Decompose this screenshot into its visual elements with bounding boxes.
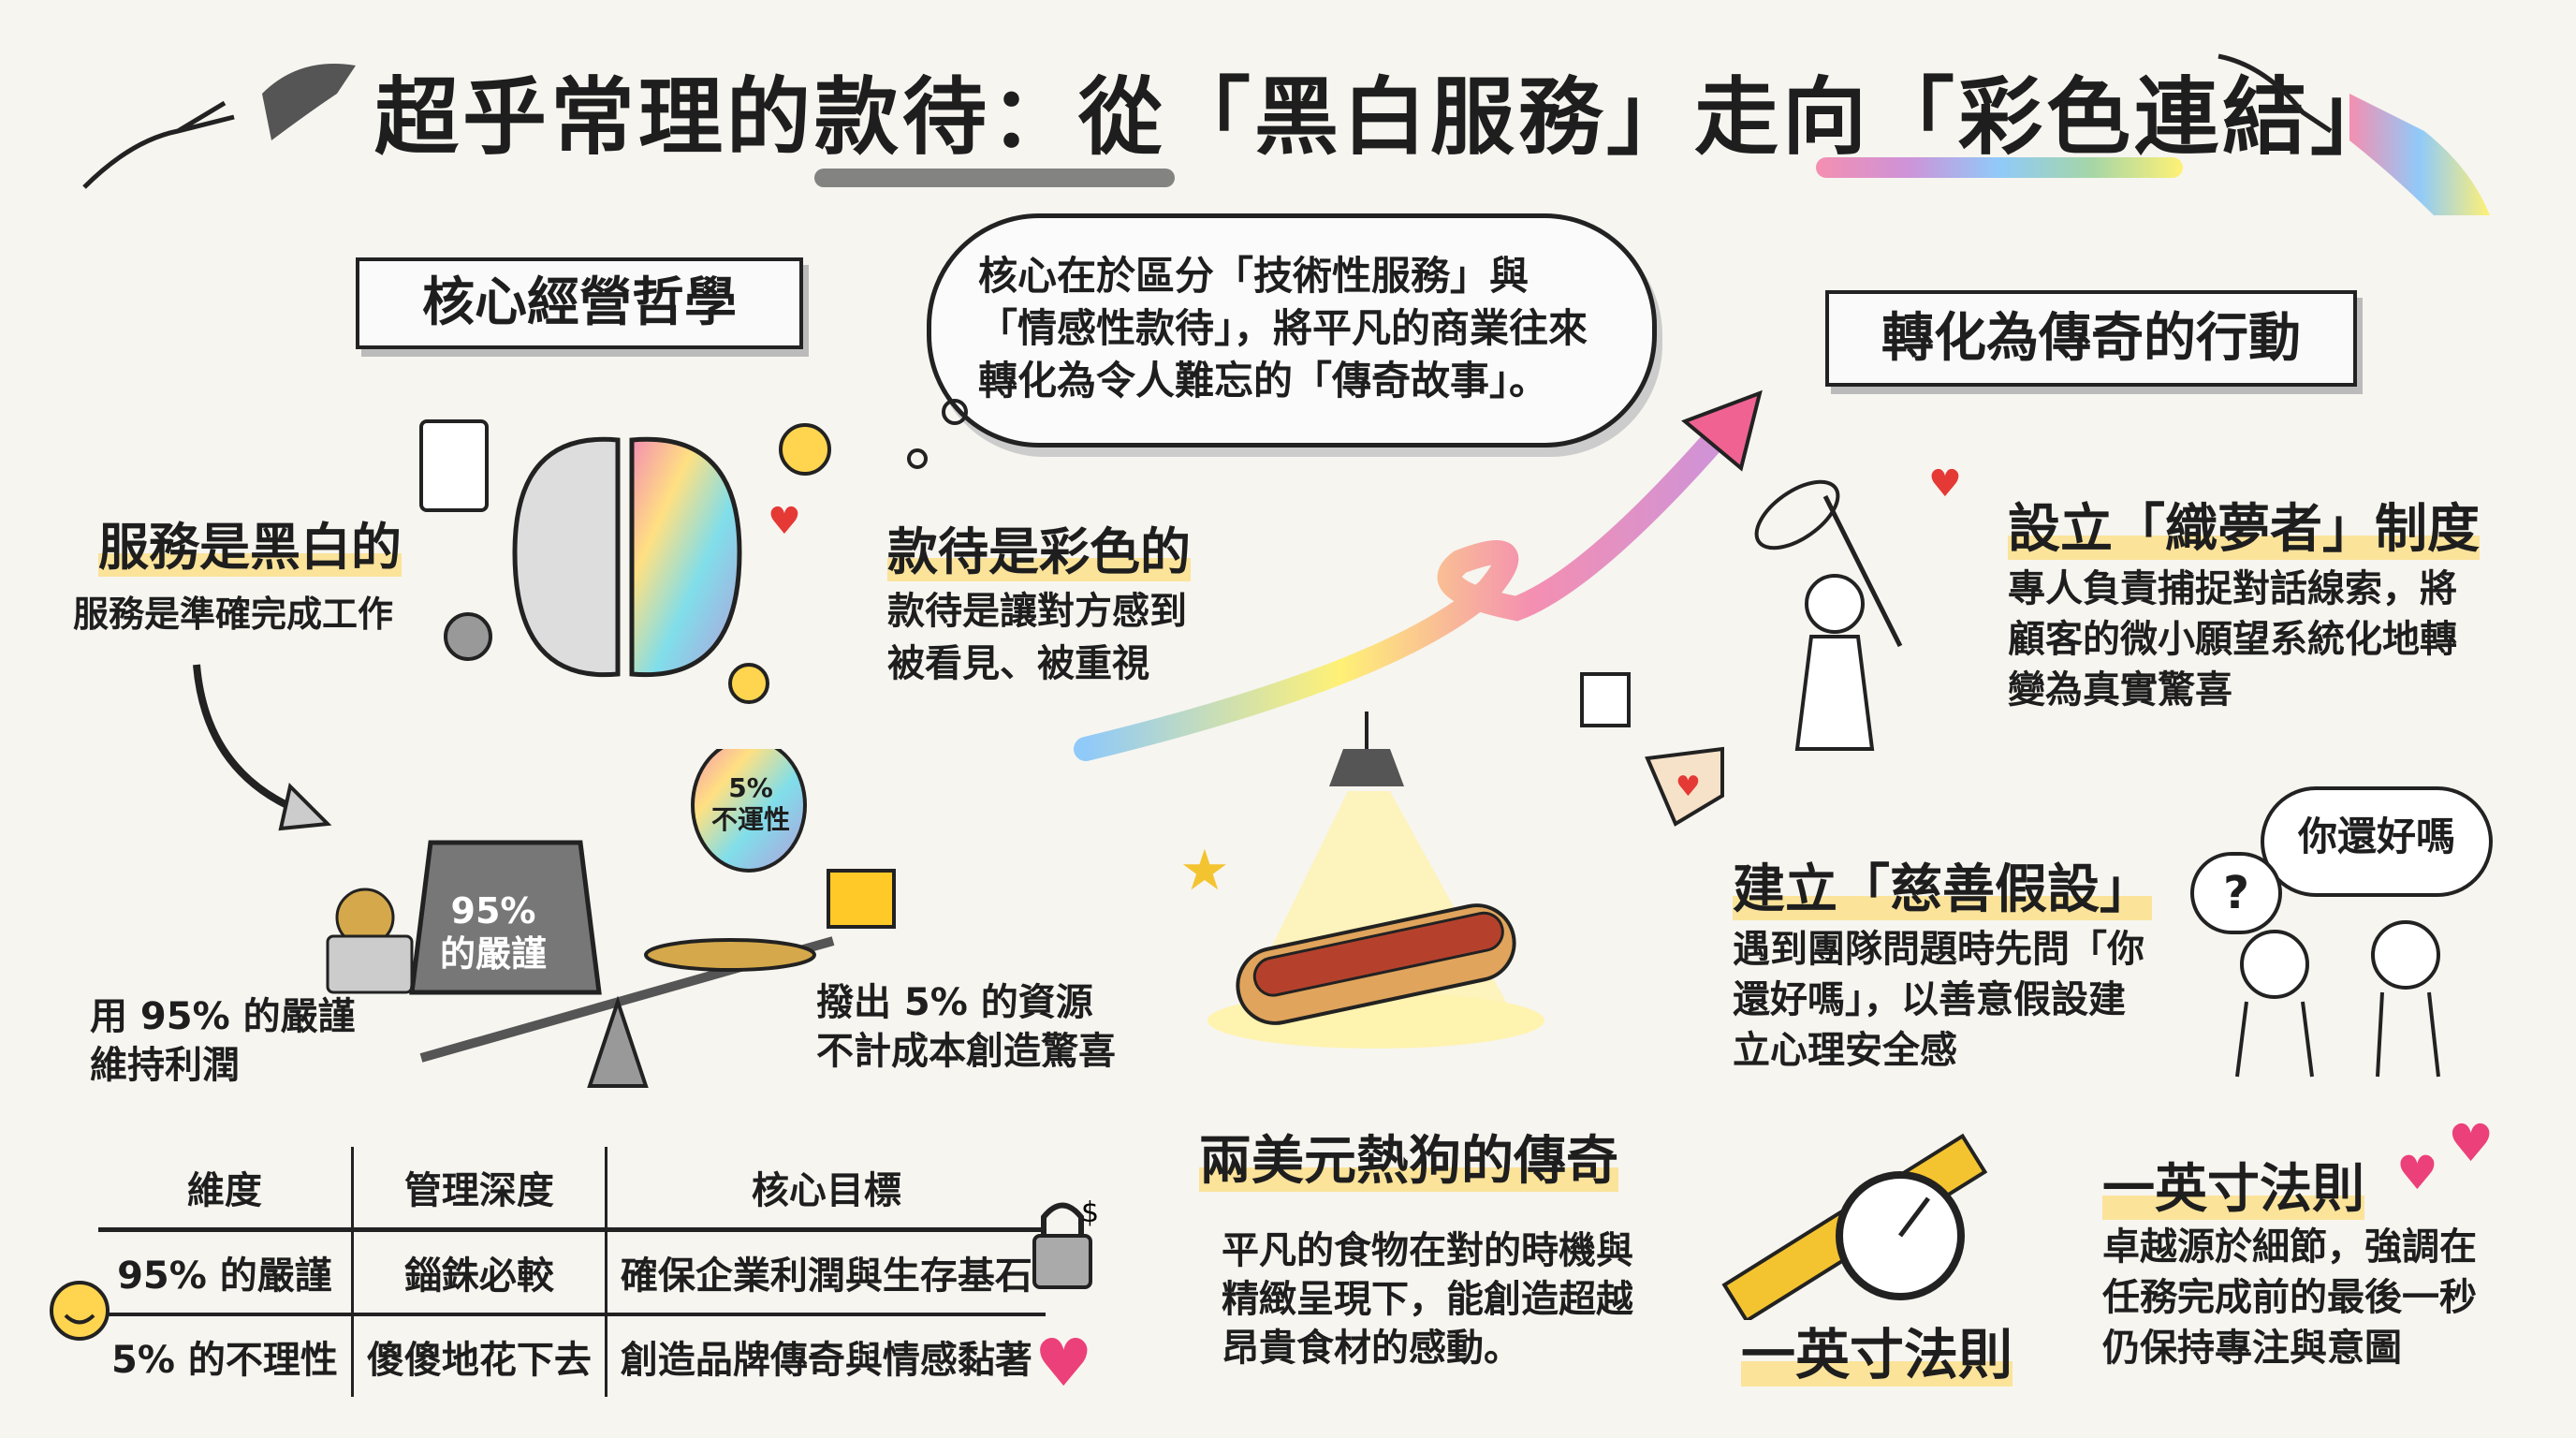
banner-actions: 轉化為傳奇的行動 xyxy=(1825,290,2357,387)
table-header: 管理深度 xyxy=(350,1147,607,1232)
service-text: 服務是準確完成工作 xyxy=(73,594,394,635)
table-cell: 5% 的不理性 xyxy=(111,1339,338,1382)
table-header-row: 維度 管理深度 核心目標 xyxy=(98,1147,1046,1232)
svg-text:♥: ♥ xyxy=(2448,1114,2494,1173)
page-title: 超乎常理的款待：從「黑白服務」走向「彩色連結」 xyxy=(374,68,2398,167)
svg-text:♥: ♥ xyxy=(1034,1325,1093,1401)
table-row: 95% 的嚴謹 錙銖必較 確保企業利潤與生存基石 xyxy=(98,1229,1046,1316)
title-underline-gray xyxy=(814,169,1175,187)
left-caption: 用 95% 的嚴謹 維持利潤 xyxy=(90,995,356,1087)
table-cell: 錙銖必較 xyxy=(350,1229,607,1316)
two-people-talking-icon xyxy=(2235,920,2440,1078)
hotdog-heading: 兩美元熱狗的傳奇 xyxy=(1199,1131,1618,1192)
spotlight-hotdog-icon: ★ xyxy=(1179,712,1544,1049)
table-header: 核心目標 xyxy=(604,1147,1046,1232)
smiley-icon xyxy=(50,1281,110,1341)
table-row: 5% 的不理性 傻傻地花下去 創造品牌傳奇與情感黏著 xyxy=(98,1314,1046,1397)
table-cell: 創造品牌傳奇與情感黏著 xyxy=(604,1314,1046,1397)
rainbow-arrow-icon xyxy=(1074,389,1763,761)
svg-text:♥: ♥ xyxy=(1676,770,1701,803)
brain-bw-color-icon: ♥ xyxy=(419,419,831,704)
dreamweaver-heading: 設立「織夢者」制度 xyxy=(2008,499,2480,560)
ruler-stopwatch-icon xyxy=(1721,1133,1988,1320)
right-caption: 撥出 5% 的資源 不計成本創造驚喜 xyxy=(816,981,1116,1073)
svg-text:♥: ♥ xyxy=(2396,1146,2438,1198)
table-cell: 確保企業利潤與生存基石 xyxy=(604,1229,1046,1316)
title-underline-rainbow xyxy=(1816,157,2183,178)
svg-text:★: ★ xyxy=(1179,838,1230,903)
table-header: 維度 xyxy=(98,1147,353,1232)
balloon-label: 5% 不運性 xyxy=(711,772,791,835)
inch-rule-label: 一英寸法則 xyxy=(1741,1323,2013,1387)
inch-rule-text: 卓越源於細節，強調在 任務完成前的最後一秒 仍保持專注與意圖 xyxy=(2102,1225,2477,1370)
charity-text: 遇到團隊問題時先問「你 還好嗎」，以善意假設建 立心理安全感 xyxy=(1733,928,2144,1072)
reaching-hands-color-icon xyxy=(2217,53,2490,215)
padlock-dollar-icon: $ xyxy=(1032,1196,1099,1289)
service-heading: 服務是黑白的 xyxy=(98,518,402,577)
dreamweaver-text: 專人負責捕捉對話線索，將 顧客的微小願望系統化地轉 變為真實驚喜 xyxy=(2008,567,2457,712)
curved-arrow-down-icon xyxy=(193,664,332,831)
banner-core-philosophy: 核心經營哲學 xyxy=(356,257,803,349)
thought-cloud: 核心在於區分「技術性服務」與「情感性款待」，將平凡的商業往來轉化為令人難忘的「傳… xyxy=(927,213,1657,448)
reaching-hands-bw-icon xyxy=(82,64,356,189)
hospitality-heading: 款待是彩色的 xyxy=(887,522,1191,581)
charity-heading: 建立「慈善假設」 xyxy=(1733,859,2152,920)
hearts-icon: ♥♥ xyxy=(2396,1114,2494,1198)
question-bubble: ? xyxy=(2190,852,2282,934)
svg-text:♥: ♥ xyxy=(768,500,801,543)
balance-scale-icon xyxy=(326,749,896,1088)
thought-dots-icon xyxy=(907,399,968,469)
hospitality-text: 款待是讓對方感到 被看見、被重視 xyxy=(887,590,1187,685)
svg-text:♥: ♥ xyxy=(1928,462,1962,506)
speech-bubble: 你還好嗎 xyxy=(2261,786,2493,897)
inch-rule-heading: 一英寸法則 xyxy=(2102,1159,2364,1220)
winged-heart-icon: ♥ xyxy=(1034,1325,1093,1401)
weight-label: 95% 的嚴謹 xyxy=(440,890,548,975)
figure-with-net-icon: ♥ xyxy=(1754,462,1962,751)
svg-text:$: $ xyxy=(1081,1196,1099,1229)
hotdog-text: 平凡的食物在對的時機與 精緻呈現下，能創造超越 昂貴食材的感動。 xyxy=(1222,1229,1633,1370)
table-cell: 95% 的嚴謹 xyxy=(98,1229,353,1316)
table-cell: 傻傻地花下去 xyxy=(350,1314,607,1397)
coffee-and-tag-icon: ♥ xyxy=(1580,672,1724,827)
comparison-table: 維度 管理深度 核心目標 95% 的嚴謹 錙銖必較 確保企業利潤與生存基石 5%… xyxy=(98,1147,1046,1397)
